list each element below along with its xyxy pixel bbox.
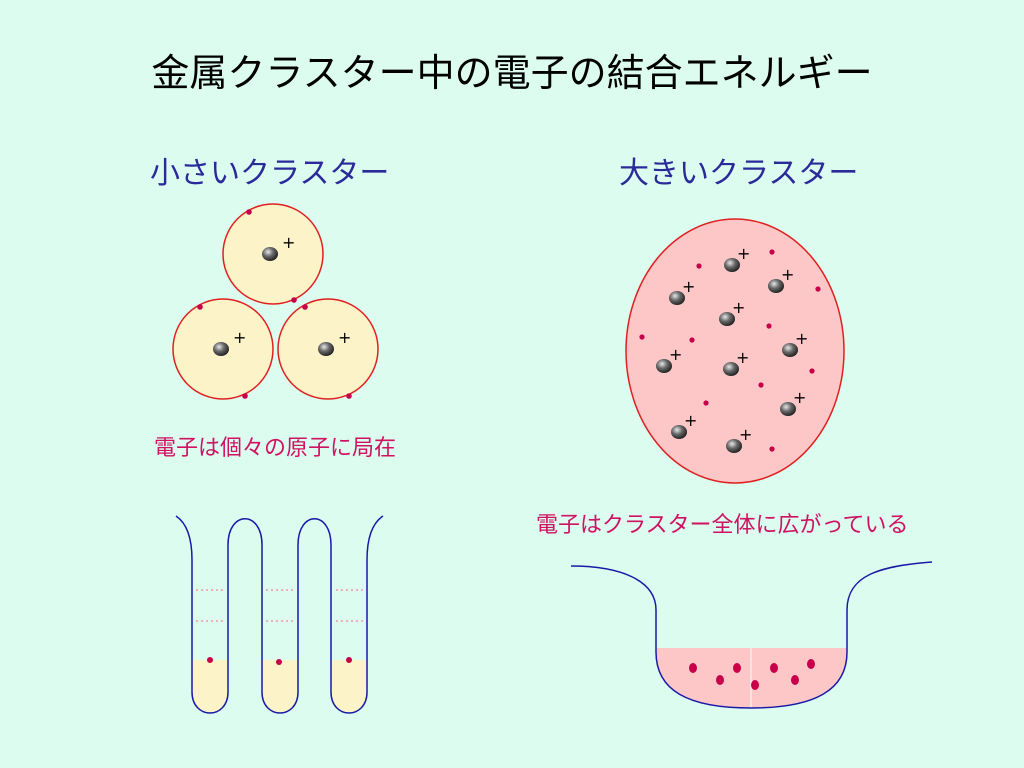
ion-charge-label: + [233,328,246,347]
ion: + [768,265,794,293]
empty-levels [196,589,366,622]
potential-curve [175,515,384,714]
electron-dot [696,263,702,269]
ion: + [780,388,806,416]
small-cluster-potential [175,515,384,714]
ion: + [726,425,752,453]
ion-charge-label: + [338,328,351,347]
electron-dot [807,659,815,669]
ion: + [656,345,682,373]
cluster-boundary [625,218,845,484]
potential-curve [570,561,933,709]
electrons [689,659,815,690]
electron-dot [242,393,248,399]
ion-charge-label: + [795,329,808,348]
electron-dot [766,323,772,329]
ion: + [669,277,695,305]
slide-title: 金属クラスター中の電子の結合エネルギー [151,51,873,95]
ion: + [723,348,749,376]
ion: + [719,298,745,326]
electron-dot [769,249,775,255]
large-cluster-potential [570,561,933,709]
small-cluster: + + + [172,203,379,400]
electron-dot [689,337,695,343]
electron-dot [751,680,759,690]
electrons [639,249,821,452]
ion: + [724,244,750,272]
electron-dot [689,663,697,673]
ion-charge-label: + [781,265,794,284]
electrons [197,209,352,399]
large-cluster-heading: 大きいクラスター [619,156,859,191]
small-cluster-caption: 電子は個々の原子に局在 [154,436,397,461]
electron-dot [791,675,799,685]
ion: + [318,328,351,356]
ion-charge-label: + [669,345,682,364]
ion-charge-label: + [737,244,750,263]
electron-dot [770,663,778,673]
ion-charge-label: + [732,298,745,317]
electron-dot [197,304,203,310]
electron-dot [769,446,775,452]
electron-dot [703,400,709,406]
small-cluster-heading: 小さいクラスター [150,156,390,191]
filled-level [192,660,228,713]
ion-charge-label: + [793,388,806,407]
electron-dot [346,393,352,399]
ion-charge-label: + [739,425,752,444]
ion-charge-label: + [736,348,749,367]
electron-dot [815,286,821,292]
electron-dot [809,368,815,374]
ion-charge-label: + [282,233,295,252]
electron-dot [246,209,252,215]
electrons [207,657,352,665]
ion-charge-label: + [684,411,697,430]
electron-dot [276,659,282,665]
electron-dot [733,663,741,673]
electron-dot [716,675,724,685]
ion: + [671,411,697,439]
large-cluster-caption: 電子はクラスター全体に広がっている [536,513,909,538]
electron-dot [291,297,297,303]
ion-charge-label: + [682,277,695,296]
electron-dot [639,334,645,340]
ion: + [782,329,808,357]
filled-level [331,660,367,713]
large-cluster: + + + + + + + + + + [625,218,845,484]
electron-dot [302,304,308,310]
filled-level [262,660,298,713]
electron-dot [207,657,213,663]
ion: + [262,233,295,261]
electron-dot [758,382,764,388]
ion: + [213,328,246,356]
electron-dot [346,657,352,663]
